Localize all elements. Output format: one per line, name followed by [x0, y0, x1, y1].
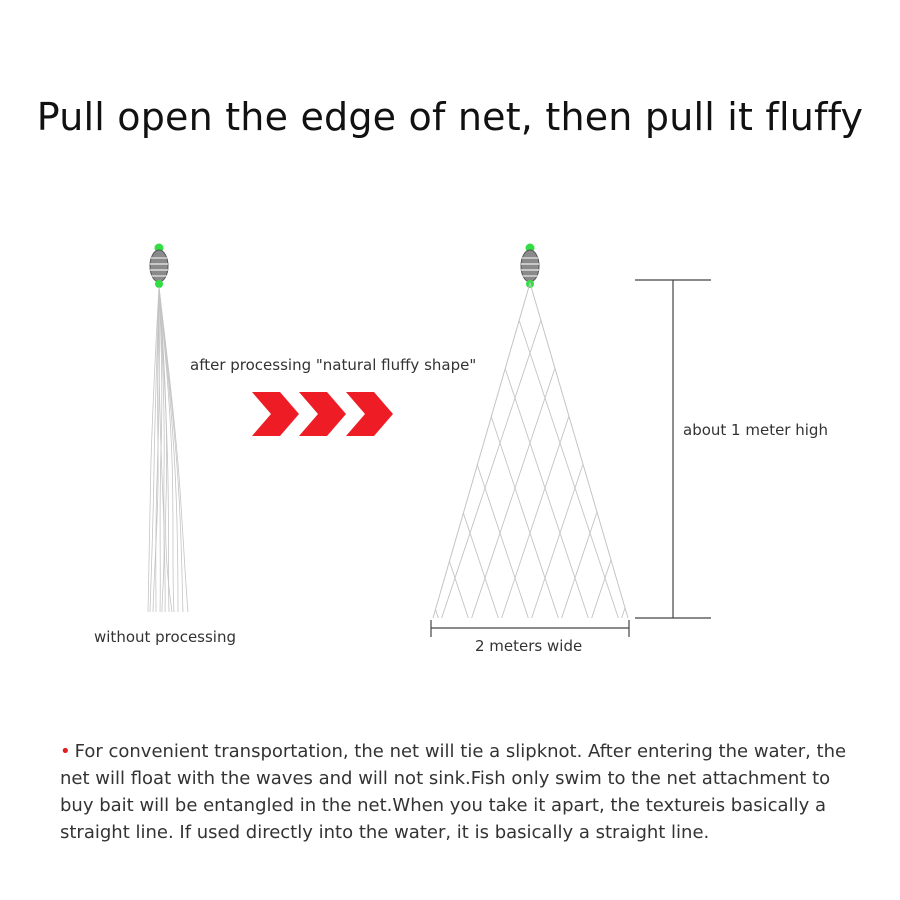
right-float-icon [520, 243, 540, 288]
net-mesh-strand [800, 263, 900, 638]
net-mesh-strand [434, 283, 561, 618]
net-mesh-strand [433, 283, 446, 618]
net-mesh-strand [433, 283, 536, 618]
net-mesh-strand [584, 283, 628, 618]
net-mesh-strand [195, 263, 320, 638]
net-mesh-strand [165, 263, 290, 638]
net-mesh-strand [260, 263, 385, 638]
net-mesh-strand [433, 283, 471, 618]
net-mesh-strand [200, 263, 325, 638]
unprocessed-net [147, 243, 189, 613]
note-text: For convenient transportation, the net w… [60, 741, 847, 843]
net-mesh-strand [645, 263, 770, 638]
net-mesh-strand [285, 263, 410, 638]
net-mesh-strand [290, 263, 415, 638]
loose-net-strands [147, 286, 189, 613]
chevron-right-icon [346, 392, 393, 436]
net-mesh-strand [589, 283, 628, 618]
net-mesh-strand [494, 283, 621, 618]
net-mesh-strand [225, 263, 350, 638]
red-arrows [252, 392, 393, 436]
net-mesh-strand [499, 283, 626, 618]
net-mesh-strand [830, 263, 900, 638]
net-mesh-strand [675, 263, 800, 638]
net-mesh-strand [433, 283, 441, 618]
net-mesh-strand [230, 263, 355, 638]
net-mesh-strand [860, 263, 900, 638]
net-mesh-strand [705, 263, 830, 638]
net-mesh-strand [890, 263, 900, 638]
bullet-icon: • [60, 741, 71, 762]
height-dimension [635, 279, 711, 619]
chevron-right-icon [252, 392, 299, 436]
net-mesh-strand [464, 283, 591, 618]
height-label: about 1 meter high [683, 421, 828, 439]
without-processing-label: without processing [94, 628, 236, 646]
net-mesh-strand [740, 263, 865, 638]
net-mesh-strand [433, 283, 506, 618]
net-mesh-strand [680, 263, 805, 638]
net-mesh-strand [710, 263, 835, 638]
net-mesh-strand [524, 283, 628, 618]
net-mesh-strand [619, 283, 628, 618]
net-mesh-strand [529, 283, 628, 618]
net-mesh-strand [765, 263, 890, 638]
left-float-icon [149, 243, 169, 288]
net-mesh-strand [614, 283, 628, 618]
net-mesh-strand [255, 263, 380, 638]
net-mesh-strand [135, 263, 260, 638]
width-label: 2 meters wide [475, 637, 583, 655]
net-mesh-strand [650, 263, 775, 638]
net-mesh-strand [469, 283, 596, 618]
after-processing-label: after processing "natural fluffy shape" [190, 356, 477, 374]
net-mesh-strand [433, 283, 476, 618]
net-mesh-strand [170, 263, 295, 638]
net-mesh-strand [735, 263, 860, 638]
description-note: •For convenient transportation, the net … [60, 738, 850, 846]
net-mesh-strand [433, 283, 531, 618]
net-mesh-strand [439, 283, 566, 618]
page-title: Pull open the edge of net, then pull it … [36, 95, 864, 139]
net-mesh-strand [75, 263, 200, 638]
width-dimension [430, 620, 630, 637]
chevron-right-icon [299, 392, 346, 436]
net-mesh-strand [770, 263, 895, 638]
